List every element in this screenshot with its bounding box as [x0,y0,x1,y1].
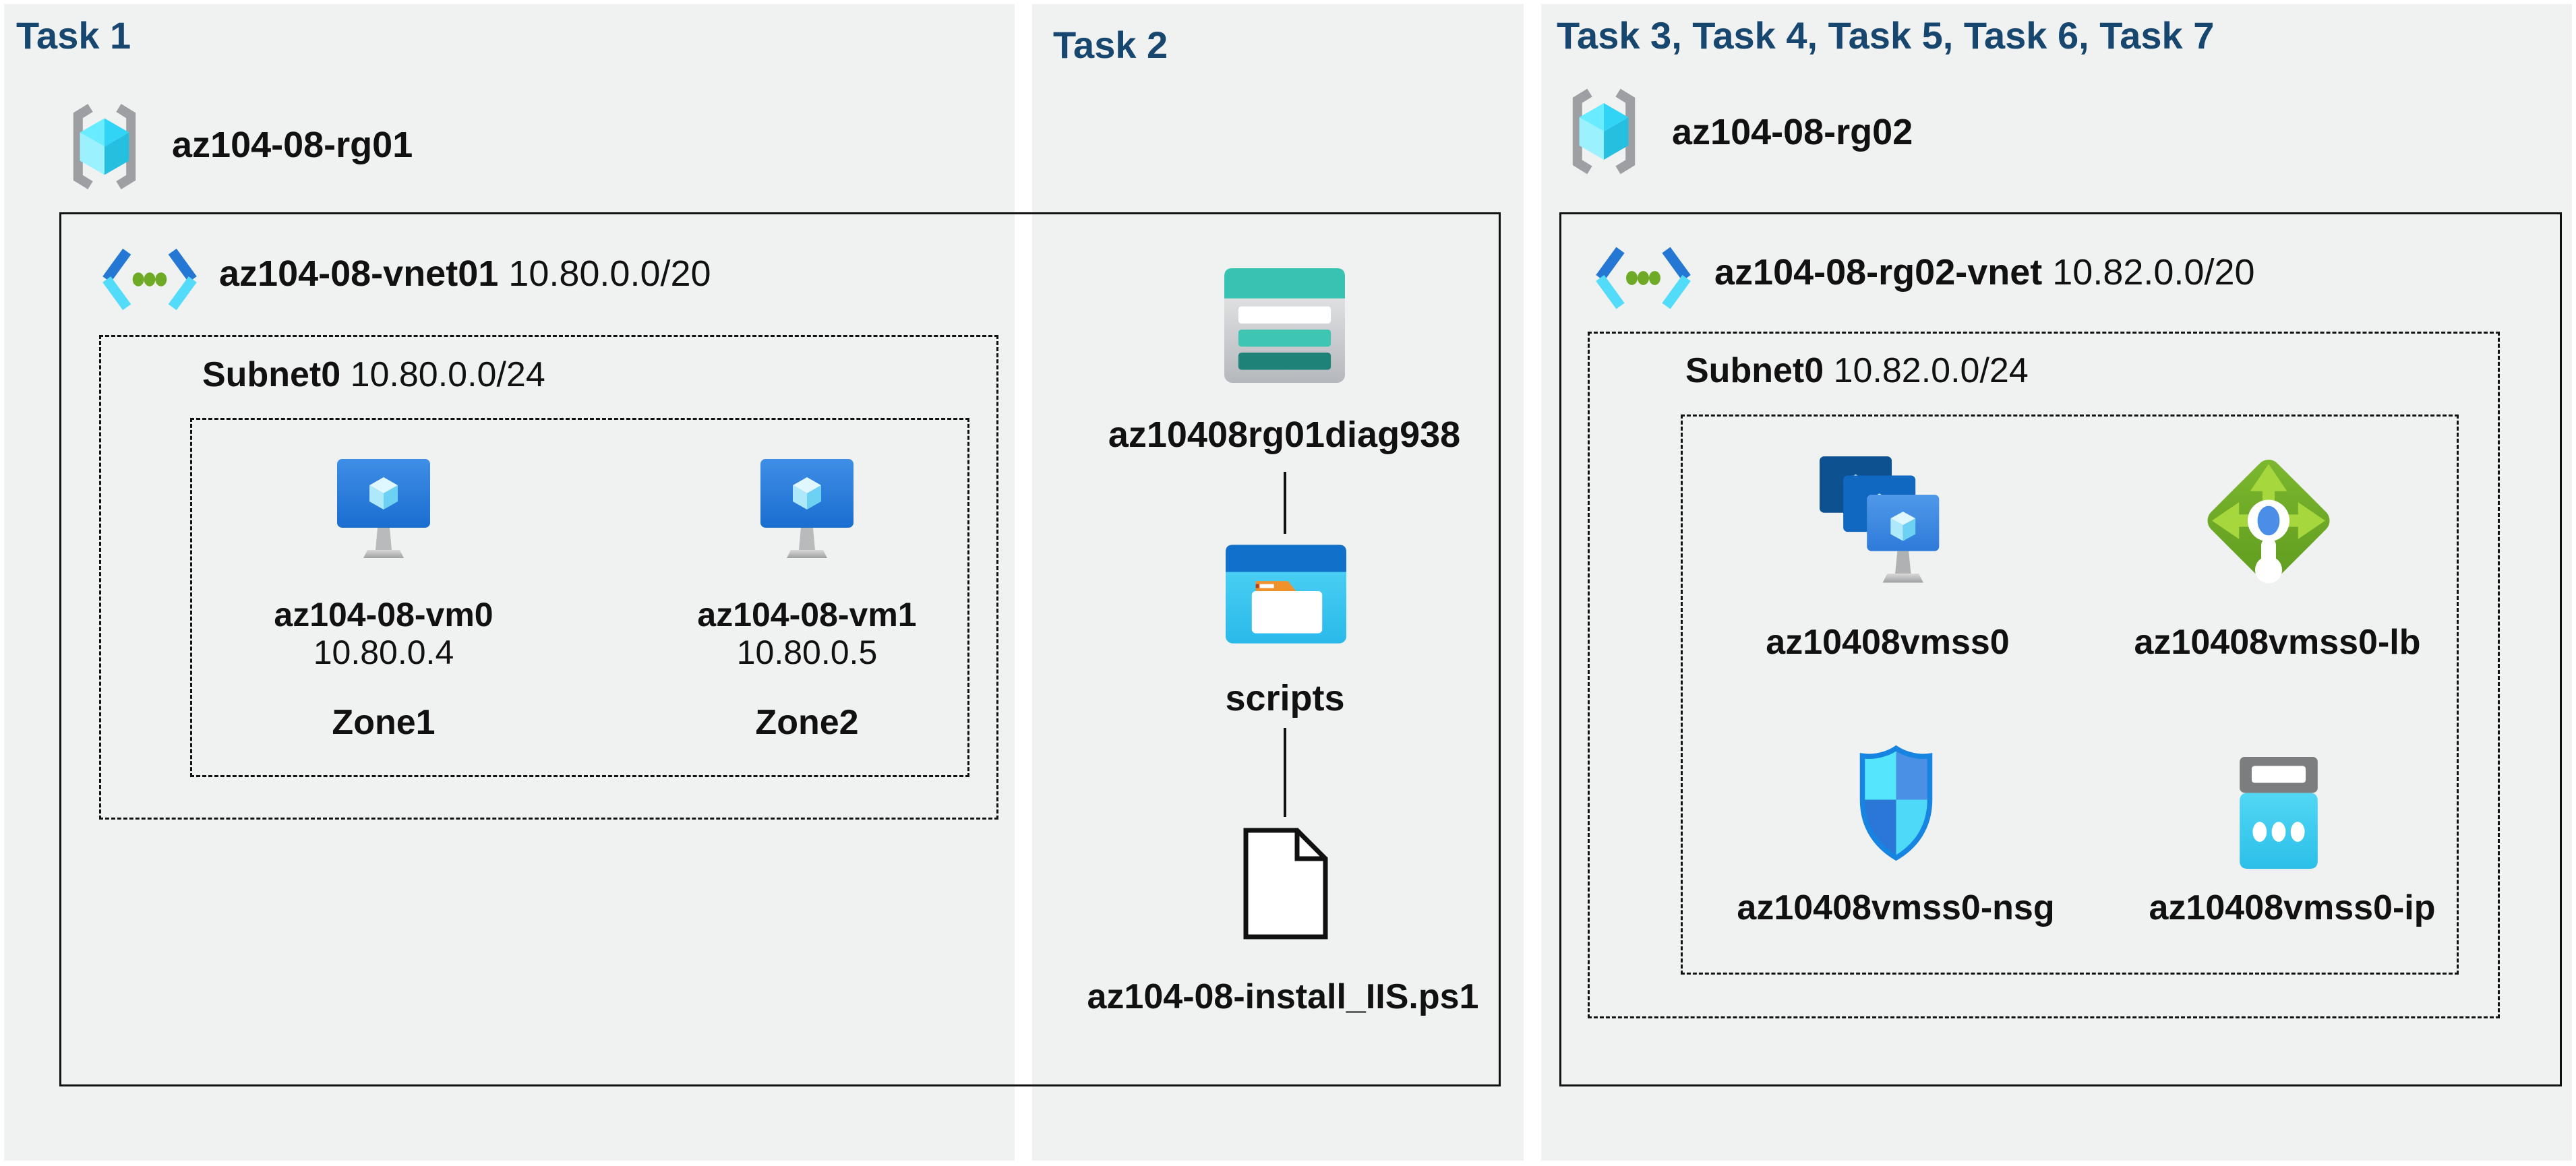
vm1-name: az104-08-vm1 [697,596,917,634]
subnet0-right-name: Subnet0 [1685,351,1824,390]
vm0-name: az104-08-vm0 [274,596,493,634]
load-balancer-label: az10408vmss0-lb [2134,623,2421,662]
blob-container-icon [1226,545,1346,644]
public-ip-icon [2231,755,2326,873]
script-file-label: az104-08-install_IIS.ps1 [1087,977,1479,1016]
vnet2-name: az104-08-rg02-vnet [1714,252,2043,293]
resource-group-icon [1561,84,1647,179]
task2-header: Task 2 [1053,24,1168,66]
script-file-icon [1240,826,1331,941]
vm0-ip: 10.80.0.4 [313,634,454,671]
resource-group-icon [62,99,147,194]
task1-header: Task 1 [16,14,131,57]
task1-panel [4,4,1015,1161]
vm0-zone: Zone1 [332,703,436,742]
load-balancer-icon [2194,447,2343,594]
virtual-network-icon [99,244,200,315]
subnet0-left-cidr: 10.80.0.0/24 [350,355,545,394]
subnet0-left-name: Subnet0 [202,355,341,394]
task3-header: Task 3, Task 4, Task 5, Task 6, Task 7 [1557,14,2215,57]
connector-container-to-file [1284,728,1286,817]
vnet1-label: az104-08-vnet01 10.80.0.0/20 [219,253,711,295]
vmss-label: az10408vmss0 [1766,623,2010,662]
vm1-zone: Zone2 [755,703,859,742]
vmss-resources-box [1681,415,2459,975]
vnet1-name: az104-08-vnet01 [219,253,499,294]
vm-scale-set-icon [1820,456,1944,602]
subnet0-left-box [99,335,998,820]
storage-account-icon [1224,268,1345,383]
rg02-label: az104-08-rg02 [1672,112,1913,152]
vnet2-cidr: 10.82.0.0/20 [2052,252,2255,293]
vm1-ip: 10.80.0.5 [736,634,878,671]
vnet1-boundary-box [59,212,1501,1086]
rg01-label: az104-08-rg01 [172,125,413,165]
subnet0-right-box [1588,332,2500,1018]
task3-panel [1541,4,2572,1161]
subnet0-right-label: Subnet0 10.82.0.0/24 [1685,350,2029,391]
virtual-network-icon [1592,243,1694,313]
connector-storage-to-container [1284,472,1286,534]
subnet0-right-cidr: 10.82.0.0/24 [1833,351,2029,390]
subnet0-left-label: Subnet0 10.80.0.0/24 [202,355,545,395]
vnet2-label: az104-08-rg02-vnet 10.82.0.0/20 [1714,251,2255,293]
virtual-machine-icon [756,457,858,570]
vnet1-cidr: 10.80.0.0/20 [508,253,711,294]
network-security-group-icon [1854,743,1938,863]
vm-zone-box [190,418,969,777]
vnet2-boundary-box [1559,212,2562,1086]
virtual-machine-icon [333,457,434,570]
public-ip-label: az10408vmss0-ip [2149,888,2436,927]
storage-account-label: az10408rg01diag938 [1108,415,1461,455]
nsg-label: az10408vmss0-nsg [1737,888,2055,927]
container-label: scripts [1225,678,1345,718]
